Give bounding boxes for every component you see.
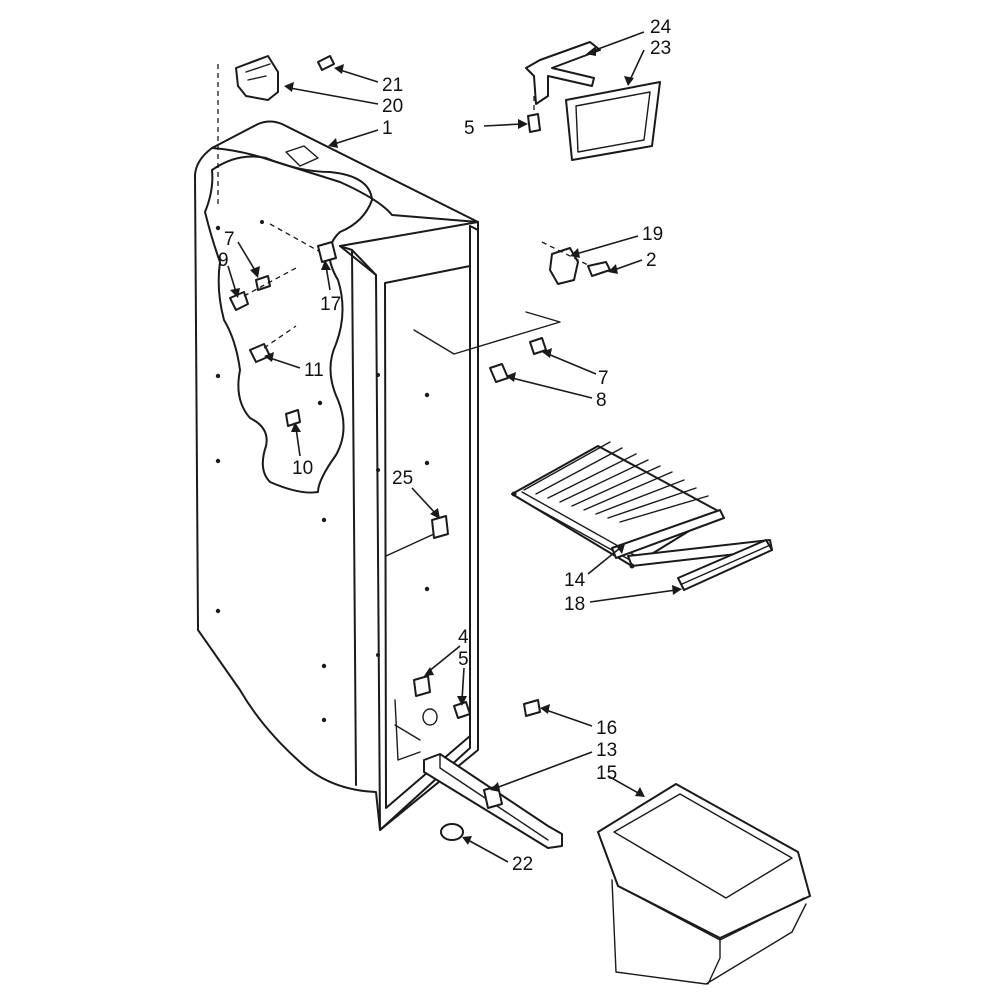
callout-2: 2 xyxy=(646,250,657,271)
callout-19: 19 xyxy=(642,224,663,245)
callout-9: 9 xyxy=(218,250,229,271)
callout-18: 18 xyxy=(564,594,585,615)
callout-15: 15 xyxy=(596,763,617,784)
callout-21: 21 xyxy=(382,75,403,96)
freezer-liner xyxy=(194,120,479,831)
callout-24: 24 xyxy=(650,17,672,38)
callout-8: 8 xyxy=(596,390,607,411)
storage-bin xyxy=(597,783,811,985)
shelf-trim xyxy=(677,539,773,591)
left-wall-fasteners xyxy=(217,55,471,719)
callout-20: 20 xyxy=(382,96,403,117)
callout-5-top: 5 xyxy=(464,118,475,139)
callout-23: 23 xyxy=(650,38,671,59)
wire-shelf xyxy=(511,441,773,569)
callout-labels: 24 23 21 20 1 5 19 2 7 9 17 11 7 8 10 25… xyxy=(218,17,672,875)
callout-5-bottom: 5 xyxy=(458,649,469,670)
leader-lines xyxy=(227,31,682,863)
callout-13: 13 xyxy=(596,740,617,761)
thermostat-control xyxy=(541,241,611,285)
bottom-rail xyxy=(423,699,563,849)
callout-17: 17 xyxy=(320,294,341,315)
callout-4: 4 xyxy=(458,627,469,648)
callout-14: 14 xyxy=(564,570,586,591)
callout-7-left: 7 xyxy=(224,229,235,250)
callout-10: 10 xyxy=(292,458,313,479)
shelf-support-bracket xyxy=(525,41,661,161)
callout-25: 25 xyxy=(392,468,413,489)
callout-16: 16 xyxy=(596,718,617,739)
shelf-clips xyxy=(413,311,561,383)
callout-22: 22 xyxy=(512,854,533,875)
callout-1: 1 xyxy=(382,118,393,139)
callout-11: 11 xyxy=(304,360,324,381)
callout-7-right: 7 xyxy=(598,368,609,389)
